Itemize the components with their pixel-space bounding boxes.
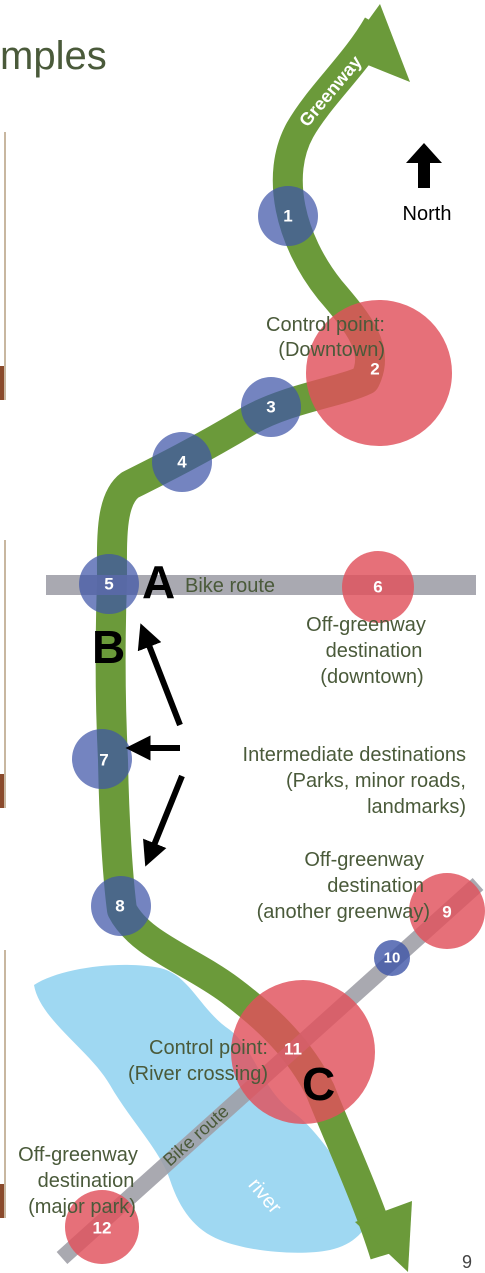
point-12-number: 12 [93, 1219, 112, 1238]
annotation-line: destination [327, 875, 424, 897]
off-greenway-park-label: Off-greenway destination (major park) [18, 1144, 138, 1218]
greenway-north-arrowhead [343, 4, 410, 82]
annotation-line: destination [38, 1170, 135, 1192]
annotation-line: Control point: [266, 314, 385, 336]
left-card-edge-1 [0, 132, 6, 400]
point-1-number: 1 [283, 207, 292, 226]
control-point-2-circle [306, 300, 452, 446]
letter-b: B [92, 621, 125, 673]
annotation-line: Off-greenway [306, 614, 426, 636]
off-greenway-downtown-label: Off-greenway destination (downtown) [306, 614, 426, 688]
off-greenway-6-circle [342, 551, 414, 623]
point-7-circle [72, 729, 132, 789]
annotation-line: (River crossing) [128, 1063, 268, 1085]
control-point-downtown-label: Control point: (Downtown) [266, 314, 385, 361]
left-card-edge-3 [0, 950, 6, 1218]
point-5-number: 5 [104, 575, 113, 594]
control-point-river-label: Control point: (River crossing) [128, 1037, 268, 1085]
annotation-line: Control point: [149, 1037, 268, 1059]
letter-a: A [142, 556, 175, 608]
point-9-number: 9 [442, 903, 451, 922]
point-11-number: 11 [284, 1040, 302, 1059]
river-shape [34, 964, 370, 1253]
greenway-south-arrowhead [355, 1201, 412, 1272]
annotation-line: (major park) [28, 1196, 136, 1218]
north-arrow-icon [406, 143, 442, 188]
annotation-line: (Parks, minor roads, [286, 770, 466, 792]
left-card-edge-2 [0, 540, 6, 808]
point-4-circle [152, 432, 212, 492]
annotation-line: Intermediate destinations [243, 744, 466, 766]
page-number: 9 [462, 1252, 473, 1272]
annotation-line: (Downtown) [278, 339, 385, 361]
point-10-circle [374, 940, 410, 976]
point-10-number: 10 [384, 950, 401, 967]
point-4-number: 4 [177, 453, 187, 472]
card-footer-strip [0, 774, 4, 808]
point-8-circle [91, 876, 151, 936]
control-point-11-circle [231, 980, 375, 1124]
off-greenway-another-label: Off-greenway destination (another greenw… [257, 849, 430, 923]
point-8-number: 8 [115, 897, 124, 916]
card-footer-strip [0, 1184, 4, 1218]
annotation-line: destination [326, 640, 423, 662]
point-6-number: 6 [373, 578, 382, 597]
annotation-line: Off-greenway [18, 1144, 138, 1166]
point-3-number: 3 [266, 398, 275, 417]
annotation-line: landmarks) [367, 796, 466, 818]
point-3-circle [241, 377, 301, 437]
north-label: North [403, 203, 452, 225]
annotation-line: (downtown) [320, 666, 423, 688]
slide-title: mples [0, 34, 107, 78]
point-7-number: 7 [99, 751, 108, 770]
pointer-arrow-down [143, 774, 185, 867]
point-5-circle [79, 554, 139, 614]
letter-c: C [302, 1058, 335, 1110]
intermediate-destinations-label: Intermediate destinations (Parks, minor … [243, 744, 466, 818]
annotation-line: (another greenway) [257, 901, 430, 923]
card-footer-strip [0, 366, 4, 400]
point-1-circle [258, 186, 318, 246]
bike-route-label: Bike route [185, 575, 275, 597]
point-2-number: 2 [370, 360, 379, 379]
annotation-line: Off-greenway [304, 849, 424, 871]
off-greenway-9-circle [409, 873, 485, 949]
greenway-label: Greenway [295, 52, 366, 131]
off-greenway-12-circle [65, 1190, 139, 1264]
pointer-arrow-to-b [137, 623, 183, 727]
